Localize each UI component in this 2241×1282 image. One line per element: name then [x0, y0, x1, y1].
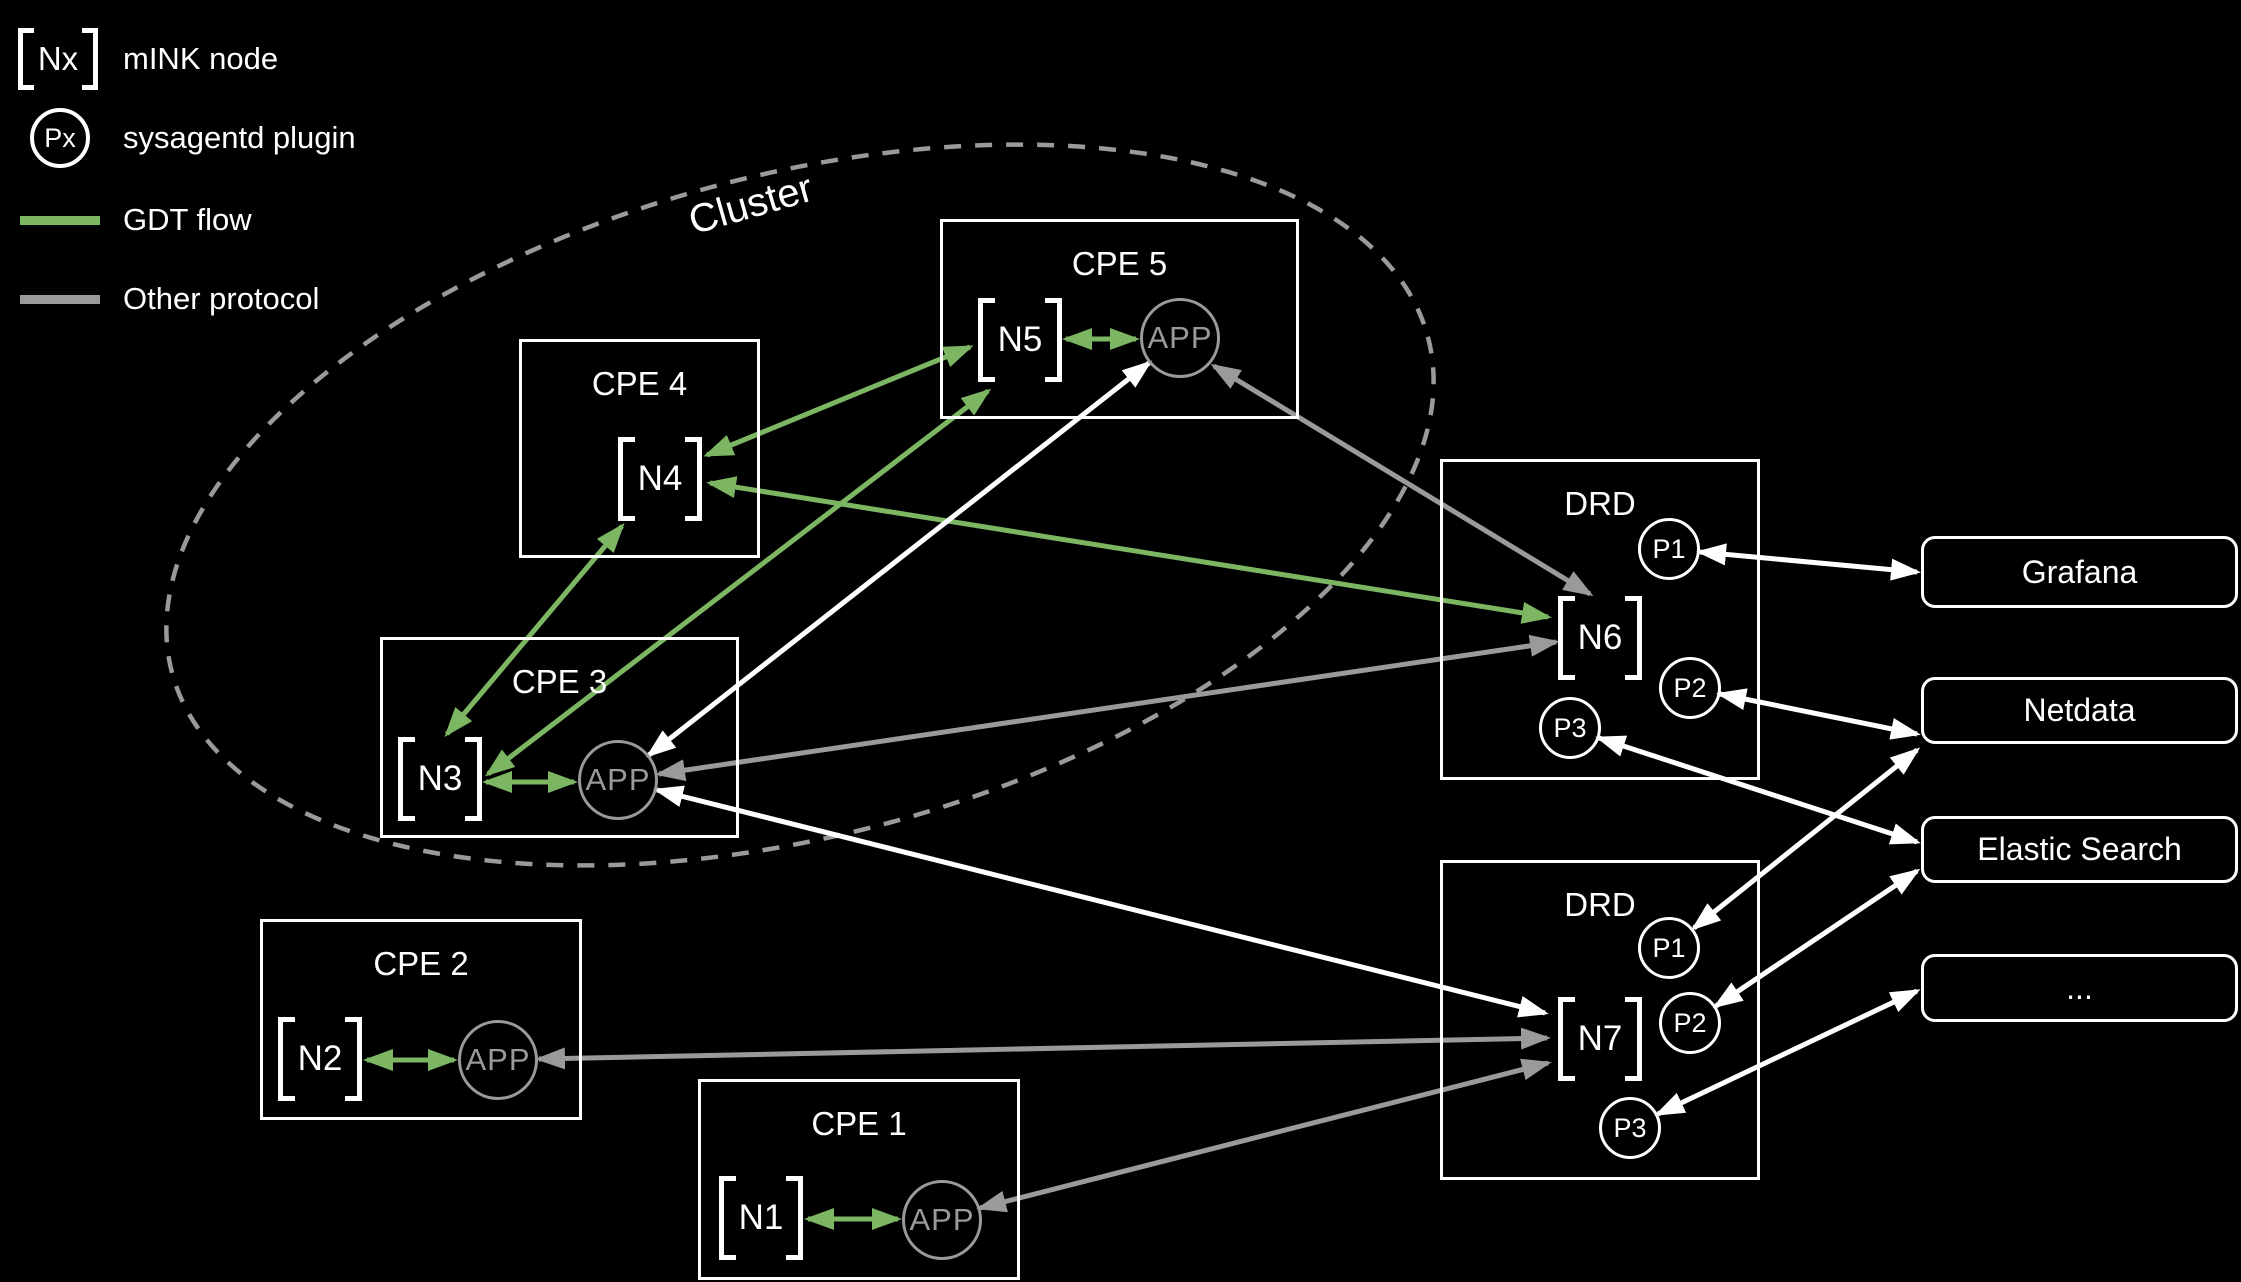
node-n5: N5: [978, 298, 1062, 382]
cluster-label: Cluster: [683, 165, 818, 244]
bracket-right-icon: [685, 437, 702, 521]
plugin-p1-drd1: P1: [1638, 518, 1700, 580]
bracket-left-icon: [978, 298, 995, 382]
cpe3-title: CPE 3: [511, 663, 608, 700]
node-n6: N6: [1558, 596, 1642, 680]
app-cpe5-label: APP: [1147, 320, 1213, 355]
cpe1-box: CPE 1: [698, 1079, 1020, 1280]
plugin-p2-drd1: P2: [1659, 657, 1721, 719]
node-n2-label: N2: [297, 1039, 343, 1078]
cpe3-box: CPE 3: [380, 637, 739, 838]
node-n3: N3: [398, 737, 482, 821]
cluster-ellipse: [164, 142, 1436, 868]
arrow-app-cpe-3-n7: [653, 785, 1549, 1018]
bracket-right-icon: [345, 1017, 362, 1101]
bracket-left-icon: [1558, 596, 1575, 680]
bracket-left-icon: [278, 1017, 295, 1101]
arrow-app-cpe-2-n7: [535, 1027, 1551, 1070]
backend-grafana: Grafana: [1921, 536, 2238, 608]
bracket-left-icon: [18, 28, 34, 90]
node-n7: N7: [1558, 997, 1642, 1081]
app-circle-cpe1: APP: [902, 1180, 982, 1260]
bracket-right-icon: [786, 1176, 803, 1260]
netdata-label: Netdata: [2023, 692, 2136, 728]
mink-node-symbol: Nx: [18, 28, 98, 90]
bracket-left-icon: [398, 737, 415, 821]
bracket-right-icon: [1625, 596, 1642, 680]
node-n4-label: N4: [637, 459, 683, 498]
node-n4: N4: [618, 437, 702, 521]
app-circle-cpe2: APP: [458, 1020, 538, 1100]
bracket-left-icon: [719, 1176, 736, 1260]
plugin-p3-drd1: P3: [1539, 697, 1601, 759]
grafana-label: Grafana: [2021, 553, 2138, 590]
bracket-left-icon: [1558, 997, 1575, 1081]
plugin-label: sysagentd plugin: [123, 120, 356, 155]
other-protocol-label: Other protocol: [123, 281, 320, 316]
node-n3-label: N3: [417, 759, 463, 798]
cpe4-box: CPE 4: [519, 339, 760, 558]
app-cpe2-label: APP: [465, 1042, 531, 1077]
drd1-box: DRD: [1440, 459, 1760, 780]
node-n7-label: N7: [1577, 1019, 1623, 1058]
plugin-p2-drd1-label: P2: [1673, 672, 1707, 703]
cpe2-box: CPE 2: [260, 919, 582, 1120]
backend-elastic-search: Elastic Search: [1921, 816, 2238, 883]
node-n1: N1: [719, 1176, 803, 1260]
arrow-n4-n6: [706, 476, 1552, 624]
plugin-p1-drd2-label: P1: [1652, 932, 1686, 963]
plugin-p2-drd2: P2: [1659, 992, 1721, 1054]
cpe2-title: CPE 2: [373, 945, 469, 982]
backend-more-label: ...: [2066, 969, 2093, 1006]
bracket-right-icon: [1625, 997, 1642, 1081]
mink-symbol-label: Nx: [37, 40, 79, 77]
app-circle-cpe3: APP: [578, 740, 658, 820]
bracket-right-icon: [1045, 298, 1062, 382]
elastic-search-label: Elastic Search: [1977, 831, 2182, 867]
node-n6-label: N6: [1577, 618, 1623, 657]
node-n2: N2: [278, 1017, 362, 1101]
drd2-title: DRD: [1564, 886, 1636, 923]
bracket-right-icon: [82, 28, 98, 90]
plugin-p3-drd1-label: P3: [1553, 712, 1587, 743]
plugin-p2-drd2-label: P2: [1673, 1007, 1707, 1038]
plugin-p1-drd2: P1: [1638, 917, 1700, 979]
plugin-p3-drd2-label: P3: [1613, 1112, 1647, 1143]
cpe5-title: CPE 5: [1071, 245, 1168, 282]
backend-more: ...: [1921, 954, 2238, 1022]
cpe1-title: CPE 1: [811, 1105, 907, 1142]
arrow-app-cpe-3-n6: [655, 634, 1560, 782]
plugin-symbol-label: Px: [44, 122, 76, 153]
mink-node-label: mINK node: [123, 41, 279, 76]
node-n1-label: N1: [738, 1198, 784, 1237]
cpe5-box: CPE 5: [940, 219, 1299, 419]
plugin-p3-drd2: P3: [1599, 1097, 1661, 1159]
cpe4-title: CPE 4: [591, 365, 688, 402]
backend-netdata: Netdata: [1921, 677, 2238, 744]
drd1-title: DRD: [1564, 485, 1636, 522]
plugin-symbol: Px: [30, 108, 90, 168]
drd2-box: DRD: [1440, 860, 1760, 1180]
app-circle-cpe5: APP: [1140, 298, 1220, 378]
node-n5-label: N5: [997, 320, 1043, 359]
plugin-p1-drd1-label: P1: [1652, 533, 1686, 564]
bracket-left-icon: [618, 437, 635, 521]
bracket-right-icon: [465, 737, 482, 821]
gdt-flow-label: GDT flow: [123, 202, 252, 237]
app-cpe3-label: APP: [585, 762, 651, 797]
app-cpe1-label: APP: [909, 1202, 975, 1237]
gdt-flow-swatch: [20, 216, 100, 225]
other-protocol-swatch: [20, 295, 100, 304]
